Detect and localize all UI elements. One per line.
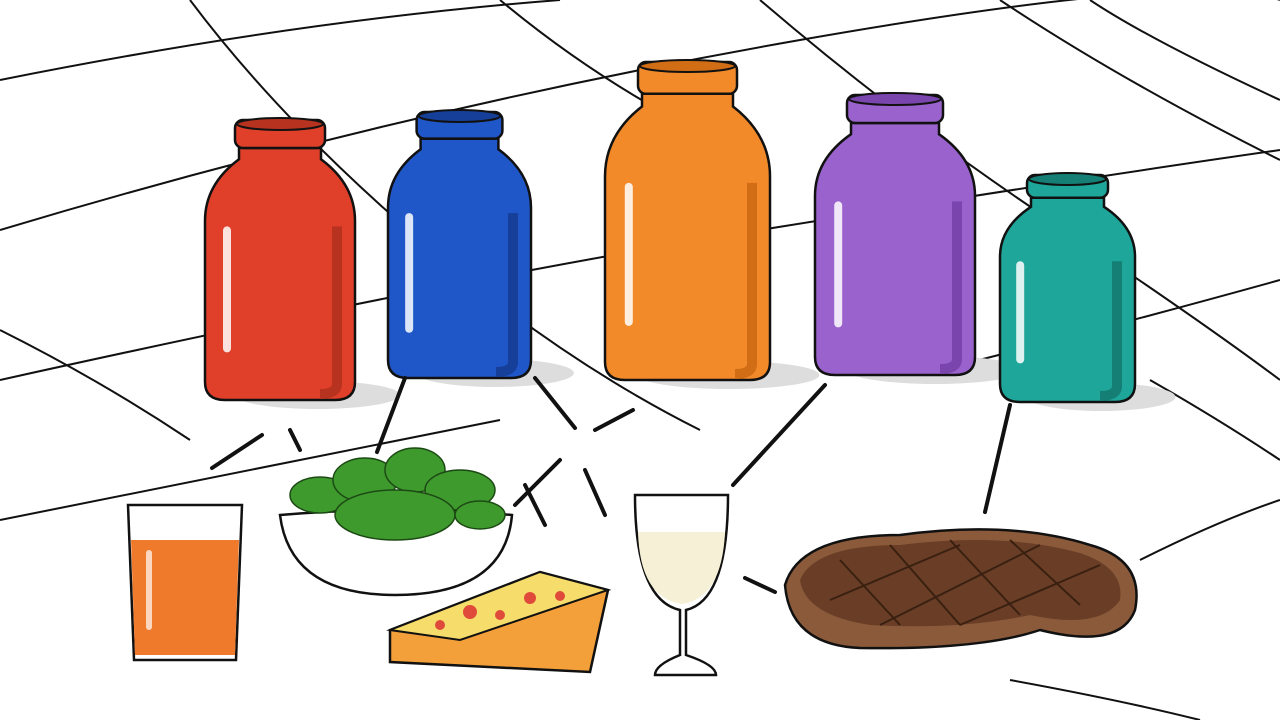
steak [783, 528, 1138, 650]
blue-bottle [386, 109, 574, 387]
orange-juice-glass [126, 503, 244, 662]
purple-bottle [813, 92, 1023, 384]
interaction-arrows [210, 376, 1012, 594]
teal-bottle [998, 172, 1176, 411]
cheese-slice [386, 570, 612, 674]
red-bottle [203, 117, 400, 409]
orange-bottle [603, 59, 820, 389]
spinach-salad-bowl [278, 447, 514, 597]
milk-glass [633, 493, 730, 677]
